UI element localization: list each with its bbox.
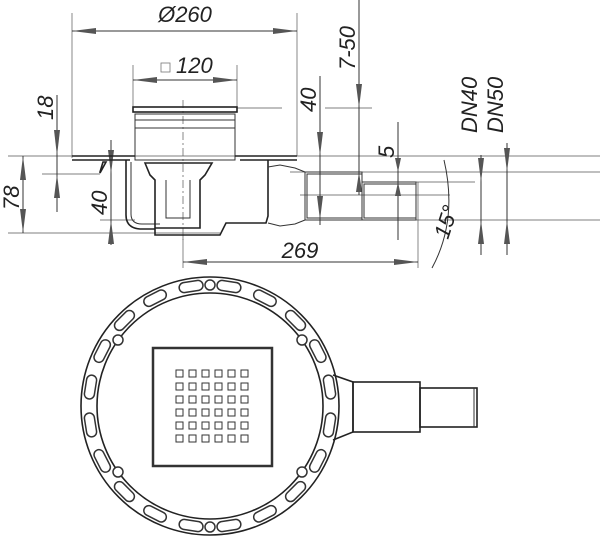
flange-slot bbox=[143, 504, 168, 523]
grate-hole bbox=[227, 382, 236, 391]
flange-slot bbox=[113, 480, 136, 503]
dim-body-depth: 40 bbox=[87, 190, 112, 215]
grate-hole bbox=[188, 434, 197, 443]
screw-hole bbox=[204, 279, 216, 291]
grate-hole bbox=[175, 395, 184, 404]
grate-square bbox=[151, 346, 274, 468]
dim-total-height: 78 bbox=[0, 185, 24, 210]
screw-hole bbox=[112, 466, 124, 478]
grate-hole bbox=[175, 434, 184, 443]
flange-slot bbox=[284, 480, 307, 503]
grate-hole bbox=[188, 408, 197, 417]
grate-hole bbox=[188, 382, 197, 391]
grate-hole bbox=[240, 369, 249, 378]
flange-slot bbox=[83, 412, 98, 438]
grate-hole bbox=[201, 408, 210, 417]
grate-hole bbox=[240, 408, 249, 417]
screw-hole bbox=[296, 334, 308, 346]
dim-diameter: Ø260 bbox=[157, 2, 213, 27]
drain-top-view bbox=[80, 276, 478, 536]
grate-hole bbox=[214, 434, 223, 443]
grate-hole bbox=[227, 395, 236, 404]
dim-riser: 40 bbox=[296, 87, 321, 112]
screw-hole bbox=[112, 334, 124, 346]
flange-slot bbox=[308, 448, 327, 473]
flange-slot bbox=[178, 279, 204, 294]
flange-slot bbox=[216, 279, 242, 294]
grate-hole bbox=[201, 382, 210, 391]
grate-hole bbox=[240, 395, 249, 404]
grate bbox=[132, 106, 238, 113]
grate-hole bbox=[227, 408, 236, 417]
grate-hole bbox=[188, 369, 197, 378]
flange-slot bbox=[252, 504, 277, 523]
flange-slot bbox=[216, 518, 242, 533]
grate-hole bbox=[201, 434, 210, 443]
grate-hole bbox=[188, 395, 197, 404]
screw-hole bbox=[296, 466, 308, 478]
flange-slot bbox=[113, 309, 136, 332]
grate-hole bbox=[201, 395, 210, 404]
grate-hole bbox=[175, 421, 184, 430]
flange-slot bbox=[322, 374, 337, 400]
flange-slot bbox=[143, 289, 168, 308]
grate-hole bbox=[240, 421, 249, 430]
grate-hole bbox=[175, 382, 184, 391]
dim-flange: 18 bbox=[33, 95, 58, 120]
grate-hole bbox=[227, 421, 236, 430]
flange-slot bbox=[252, 289, 277, 308]
square-symbol-icon bbox=[160, 62, 171, 73]
dim-grate: 120 bbox=[176, 53, 213, 78]
dim-dn40: DN40 bbox=[457, 76, 482, 133]
flange-slot bbox=[93, 448, 112, 473]
grate-hole bbox=[214, 421, 223, 430]
grate-hole bbox=[188, 421, 197, 430]
drain-body bbox=[72, 106, 417, 236]
grate-hole bbox=[227, 434, 236, 443]
flange-slot bbox=[308, 339, 327, 364]
grate-hole bbox=[201, 421, 210, 430]
flange-slot bbox=[83, 374, 98, 400]
screw-hole bbox=[204, 521, 216, 533]
dim-dn50: DN50 bbox=[483, 76, 508, 133]
flange-slot bbox=[93, 339, 112, 364]
extension-lines bbox=[8, 13, 600, 268]
dim-outlet-length: 269 bbox=[281, 238, 319, 263]
grate-hole bbox=[227, 369, 236, 378]
dim-angle: 15° bbox=[429, 202, 463, 242]
flange-slot bbox=[284, 309, 307, 332]
dim-adjust: 7-50 bbox=[335, 25, 360, 70]
flange-slot bbox=[178, 518, 204, 533]
grate-hole bbox=[214, 382, 223, 391]
grate-hole bbox=[214, 408, 223, 417]
grate-hole bbox=[214, 395, 223, 404]
grate-hole bbox=[175, 408, 184, 417]
grate-hole bbox=[175, 369, 184, 378]
grate-hole bbox=[214, 369, 223, 378]
dim-offset: 5 bbox=[374, 145, 399, 158]
grate-hole bbox=[240, 434, 249, 443]
grate-hole bbox=[201, 369, 210, 378]
grate-hole bbox=[240, 382, 249, 391]
flange-slot bbox=[322, 412, 337, 438]
